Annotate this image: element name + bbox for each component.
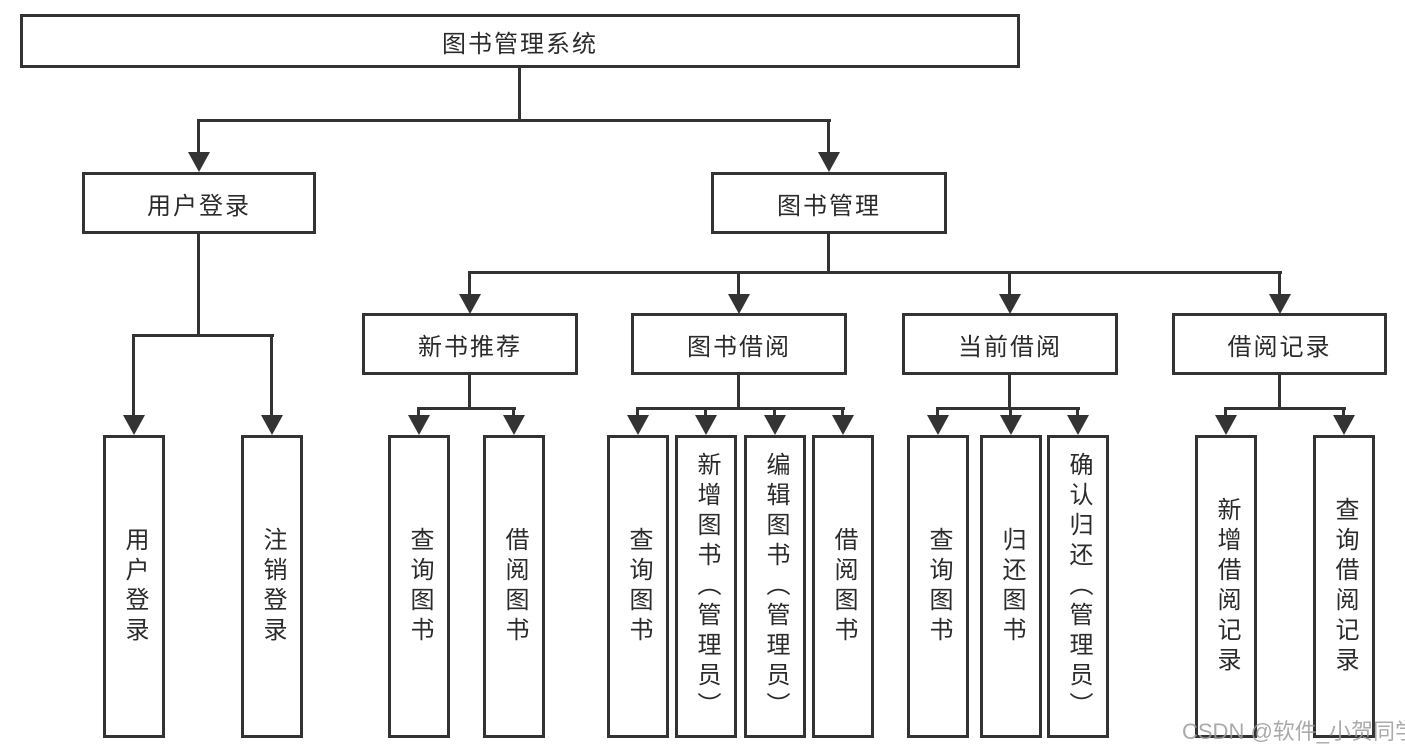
leaf-borrow-books-2: 借阅图书 [812,435,874,738]
arrow-down-icon [764,415,786,435]
arrow-down-icon [408,415,430,435]
connector-line [636,407,639,418]
connector-line [773,407,776,418]
leaf-label: 注销登录 [259,526,286,647]
connector-line [1224,407,1227,418]
connector-line [468,271,471,297]
leaf-query-books-1: 查询图书 [388,435,450,738]
connector-line [518,68,521,121]
connector-line [132,334,135,417]
connector-line [936,407,1080,410]
connector-line [841,407,844,418]
arrow-down-icon [832,415,854,435]
connector-line [468,271,1282,274]
arrow-down-icon [1000,415,1022,435]
node-user-login: 用户登录 [82,172,316,234]
node-root: 图书管理系统 [20,14,1020,68]
arrow-down-icon [123,415,145,435]
node-borrow-records: 借阅记录 [1172,313,1387,375]
arrow-down-icon [1333,415,1355,435]
leaf-confirm-return-admin: 确认归还（管理员） [1047,435,1109,738]
connector-line [1342,407,1345,418]
leaf-label: 查询借阅记录 [1331,496,1358,677]
arrow-down-icon [728,294,750,314]
leaf-label: 新增借阅记录 [1213,496,1240,677]
node-label: 借阅记录 [1227,333,1332,361]
node-current-borrow: 当前借阅 [902,313,1118,375]
node-new-book-recommend: 新书推荐 [362,313,578,375]
node-label: 图书借阅 [687,333,791,361]
node-book-borrow: 图书借阅 [631,313,847,375]
arrow-down-icon [1215,415,1237,435]
leaf-user-login: 用户登录 [103,435,165,738]
connector-line [270,334,273,417]
connector-line [1008,271,1011,297]
watermark: CSDN @软件_小贺同学 [1182,719,1405,744]
leaf-label: 借阅图书 [830,526,857,647]
arrow-down-icon [999,294,1021,314]
connector-line [1076,407,1079,418]
connector-line [417,407,516,410]
arrow-down-icon [503,415,525,435]
leaf-query-books-3: 查询图书 [907,435,969,738]
leaf-return-books: 归还图书 [980,435,1042,738]
leaf-label: 归还图书 [998,526,1025,647]
arrow-down-icon [1067,415,1089,435]
node-label: 当前借阅 [958,333,1062,361]
connector-line [737,271,740,297]
arrow-down-icon [627,415,649,435]
leaf-label: 查询图书 [406,526,433,647]
connector-line [417,407,420,418]
connector-line [468,373,471,409]
connector-line [1224,407,1346,410]
connector-line [1278,271,1281,297]
arrow-down-icon [459,294,481,314]
connector-line [704,407,707,418]
arrow-down-icon [818,152,840,172]
connector-line [1278,373,1281,409]
arrow-down-icon [695,415,717,435]
connector-line [1008,373,1011,409]
leaf-label: 新增图书（管理员） [693,451,720,722]
connector-line [197,119,831,122]
leaf-label: 借阅图书 [501,526,528,647]
leaf-borrow-books-1: 借阅图书 [483,435,545,738]
node-label: 用户登录 [147,192,251,220]
leaf-label: 查询图书 [625,526,652,647]
connector-line [827,119,830,157]
connector-line [512,407,515,418]
node-label: 新书推荐 [418,333,522,361]
leaf-add-books-admin: 新增图书（管理员） [675,435,737,738]
node-label: 图书管理 [777,192,881,220]
leaf-add-borrow-record: 新增借阅记录 [1195,435,1257,738]
node-book-management: 图书管理 [711,172,947,234]
leaf-query-books-2: 查询图书 [607,435,669,738]
connector-line [737,373,740,409]
arrow-down-icon [261,415,283,435]
connector-line [936,407,939,418]
connector-line [636,407,845,410]
leaf-edit-books-admin: 编辑图书（管理员） [744,435,806,738]
leaf-label: 用户登录 [121,526,148,647]
connector-line [1009,407,1012,418]
arrow-down-icon [1269,294,1291,314]
leaf-logout: 注销登录 [241,435,303,738]
connector-line [827,234,830,274]
node-root-label: 图书管理系统 [442,30,598,58]
leaf-query-borrow-record: 查询借阅记录 [1313,435,1375,738]
leaf-label: 查询图书 [925,526,952,647]
arrow-down-icon [927,415,949,435]
connector-line [197,234,200,337]
connector-line [197,119,200,157]
arrow-down-icon [188,152,210,172]
leaf-label: 编辑图书（管理员） [762,451,789,722]
connector-line [132,334,274,337]
leaf-label: 确认归还（管理员） [1065,451,1092,722]
